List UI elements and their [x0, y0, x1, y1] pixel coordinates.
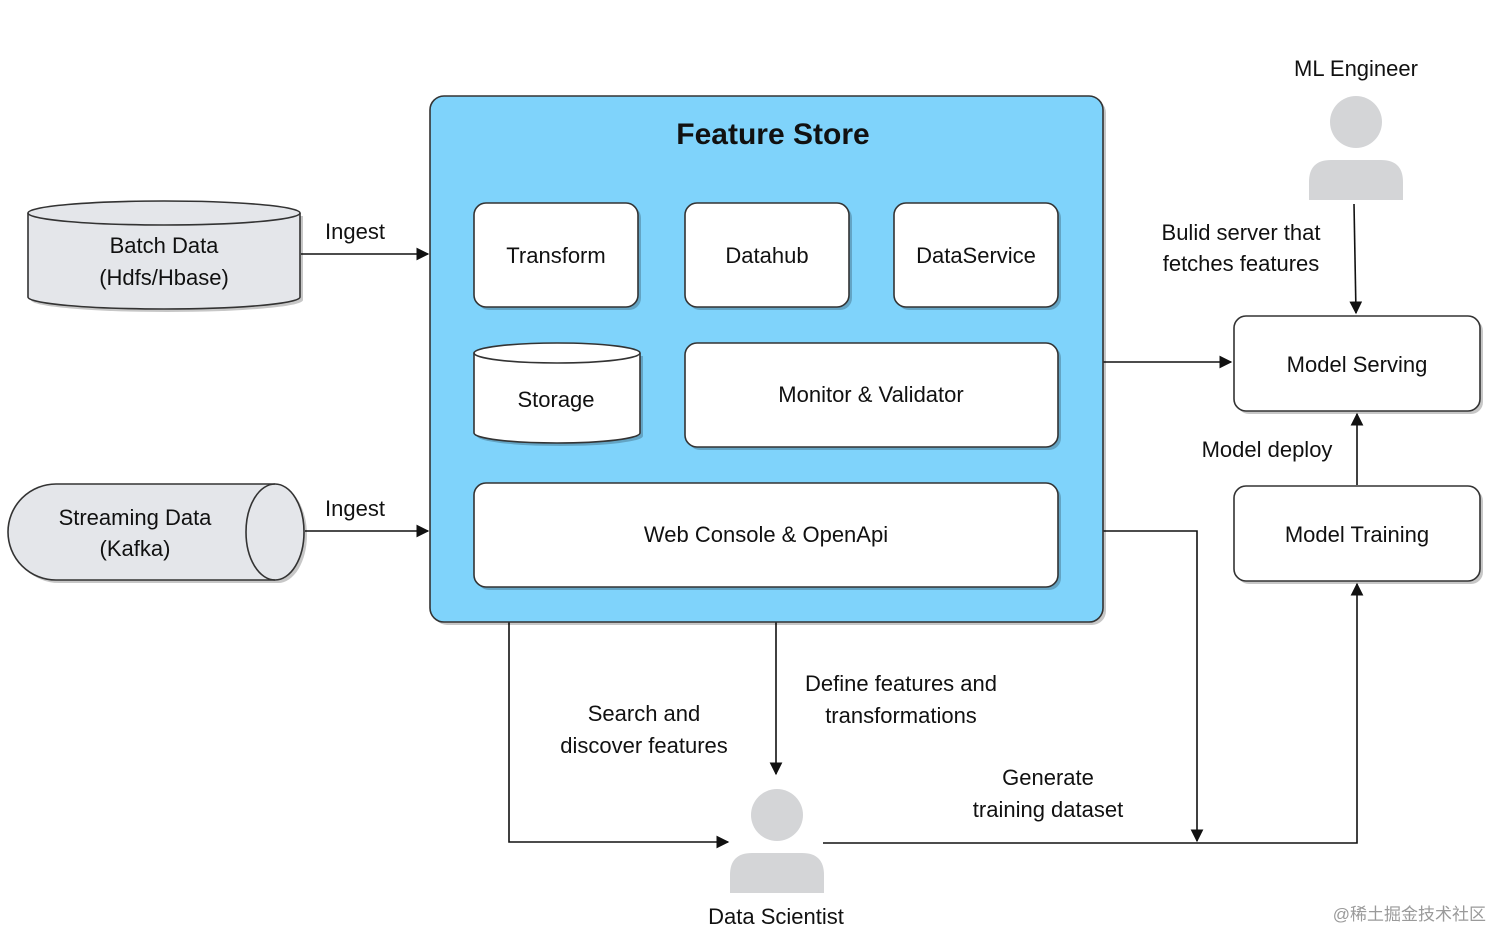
- model-training-label: Model Training: [1285, 522, 1429, 547]
- edge-store-to-dataset: [1103, 530, 1204, 843]
- source-batch-data[interactable]: Batch Data (Hdfs/Hbase): [27, 200, 303, 312]
- build-server-label-line1: Bulid server that: [1162, 220, 1321, 245]
- connectors: [301, 203, 1364, 849]
- edge-generate-dataset: [823, 582, 1364, 844]
- search-discover-label-line1: Search and: [588, 701, 701, 726]
- edge-search-discover: [508, 622, 730, 849]
- component-label: Web Console & OpenApi: [644, 522, 888, 547]
- actor-ml-engineer[interactable]: ML Engineer: [1294, 56, 1418, 200]
- build-server-label-line2: fetches features: [1163, 251, 1320, 276]
- model-serving[interactable]: Model Serving: [1233, 315, 1483, 414]
- person-icon: [1309, 96, 1403, 200]
- model-training[interactable]: Model Training: [1233, 485, 1483, 584]
- component-transform[interactable]: Transform: [473, 202, 641, 310]
- component-dataservice[interactable]: DataService: [893, 202, 1061, 310]
- component-label: Monitor & Validator: [778, 382, 963, 407]
- feature-store-title: Feature Store: [676, 118, 869, 151]
- search-discover-label-line2: discover features: [560, 733, 728, 758]
- batch-data-line1: Batch Data: [110, 233, 220, 258]
- person-icon: [730, 789, 824, 893]
- generate-dataset-label-line2: training dataset: [973, 797, 1123, 822]
- source-streaming-data[interactable]: Streaming Data (Kafka): [7, 483, 307, 583]
- batch-data-line2: (Hdfs/Hbase): [99, 265, 229, 290]
- ingest-batch-label: Ingest: [325, 219, 385, 244]
- component-label: Datahub: [725, 243, 808, 268]
- component-web-console[interactable]: Web Console & OpenApi: [473, 482, 1061, 590]
- component-label: DataService: [916, 243, 1036, 268]
- edge-labels: Ingest Ingest Bulid server that fetches …: [325, 219, 1332, 822]
- generate-dataset-label-line1: Generate: [1002, 765, 1094, 790]
- component-monitor-validator[interactable]: Monitor & Validator: [684, 342, 1061, 450]
- component-label: Transform: [506, 243, 605, 268]
- define-features-label-line1: Define features and: [805, 671, 997, 696]
- model-serving-label: Model Serving: [1287, 352, 1428, 377]
- ml-engineer-label: ML Engineer: [1294, 56, 1418, 81]
- data-scientist-label: Data Scientist: [708, 904, 844, 929]
- model-deploy-label: Model deploy: [1202, 437, 1333, 462]
- actor-data-scientist[interactable]: Data Scientist: [708, 789, 844, 929]
- ingest-stream-label: Ingest: [325, 496, 385, 521]
- feature-store: Feature Store Transform Datahub DataServ…: [429, 95, 1106, 625]
- watermark: @稀土掘金技术社区: [1333, 905, 1486, 924]
- component-datahub[interactable]: Datahub: [684, 202, 852, 310]
- define-features-label-line2: transformations: [825, 703, 977, 728]
- streaming-data-line2: (Kafka): [100, 536, 171, 561]
- streaming-data-line1: Streaming Data: [59, 505, 213, 530]
- component-label: Storage: [517, 387, 594, 412]
- edge-engineer-to-serving: [1349, 203, 1363, 315]
- component-storage[interactable]: Storage: [473, 342, 643, 446]
